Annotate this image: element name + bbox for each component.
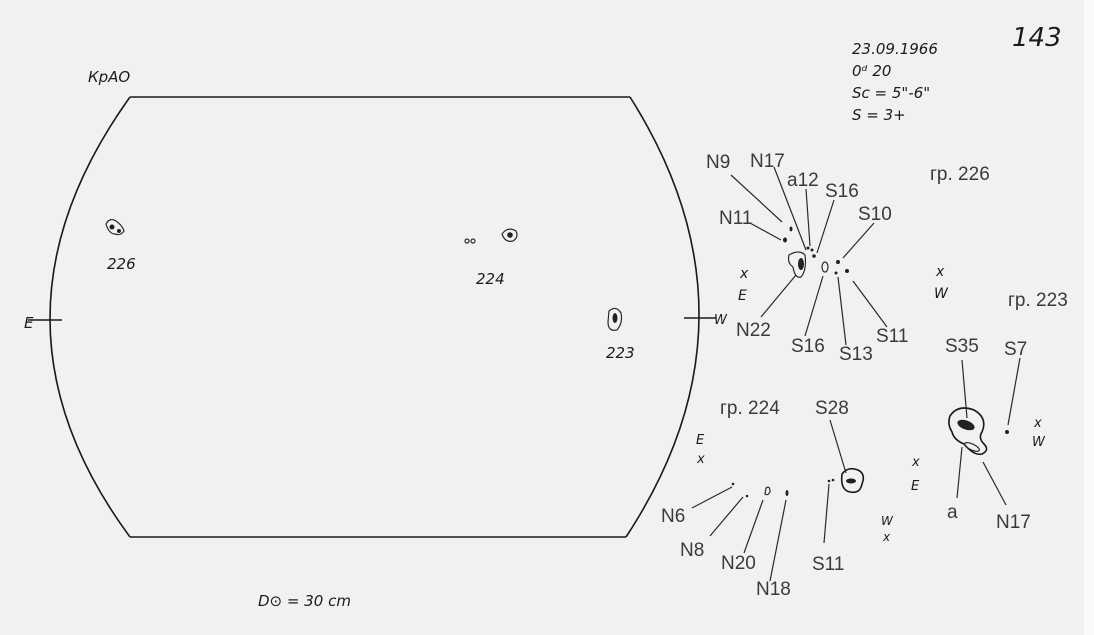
observation-date: 23.09.1966 xyxy=(852,40,938,58)
east-label: E xyxy=(24,314,34,332)
detail-223-label-s35: S35 xyxy=(945,336,979,357)
group-label-224: 224 xyxy=(476,270,505,288)
observatory-code: КрАО xyxy=(88,68,130,86)
detail-224-cross-e: x xyxy=(696,452,705,467)
sunspot-group-223 xyxy=(607,307,623,331)
paper-edge xyxy=(1084,0,1094,635)
detail-224-title: гр. 224 xyxy=(720,398,780,419)
disk-east-limb xyxy=(49,96,131,538)
detail-224-west: W xyxy=(881,514,894,528)
detail-226-label-s10: S10 xyxy=(858,204,892,225)
solar-disk xyxy=(28,96,716,538)
detail-226-label-n17: N17 xyxy=(750,151,785,172)
quality-value: S = 3+ xyxy=(852,106,906,124)
detail-224-label-n18: N18 xyxy=(756,579,791,600)
detail-224-label-n20: N20 xyxy=(721,553,756,574)
detail-223-label-a: a xyxy=(947,502,958,523)
detail-226-label-s11: S11 xyxy=(876,326,908,347)
detail-226-label-s13: S13 xyxy=(839,344,873,365)
disk-diameter: D⊙ = 30 cm xyxy=(258,592,351,610)
detail-226-label-s16-bottom: S16 xyxy=(791,336,825,357)
detail-223-title: гр. 223 xyxy=(1008,290,1068,311)
detail-223-east: E xyxy=(911,479,920,494)
page-number: 143 xyxy=(1012,23,1062,53)
detail-226-cross-w: x xyxy=(935,264,945,280)
detail-226-label-n9: N9 xyxy=(706,152,730,173)
group-label-223: 223 xyxy=(606,344,635,362)
detail-224-label-n8: N8 xyxy=(680,540,704,561)
detail-224-label-s28: S28 xyxy=(815,398,849,419)
detail-226-cross-e: x xyxy=(739,266,749,282)
seeing-value: Sc = 5"-6" xyxy=(852,84,930,102)
detail-226-title: гр. 226 xyxy=(930,164,990,185)
detail-223-cross-e: x xyxy=(911,455,920,470)
observation-time: 0ᵈ 20 xyxy=(852,62,891,80)
detail-224-label-s11: S11 xyxy=(812,554,844,575)
detail-223-label-s7: S7 xyxy=(1004,339,1027,360)
detail-223-west: W xyxy=(1032,435,1046,450)
detail-226-label-s16-top: S16 xyxy=(825,181,859,202)
detail-224-cross-w: x xyxy=(882,530,891,544)
detail-226-east: E xyxy=(738,288,747,304)
detail-223-cross-w: x xyxy=(1033,416,1042,431)
detail-226-label-n11: N11 xyxy=(719,208,752,229)
detail-226-label-a12: a12 xyxy=(787,170,819,191)
sunspot-group-226 xyxy=(105,218,125,236)
detail-group-226: гр. 226 x E x W N9 N17 a12 S16 S10 N11 N… xyxy=(706,151,990,365)
detail-group-224: гр. 224 E x W x S28 N6 N8 N20 N18 S11 xyxy=(661,398,894,600)
detail-224-label-n6: N6 xyxy=(661,506,685,527)
detail-226-west: W xyxy=(934,286,949,302)
detail-224-east: E xyxy=(696,433,705,448)
disk-west-limb xyxy=(625,96,700,538)
detail-group-223: гр. 223 S35 S7 a N17 x W x E xyxy=(911,290,1068,533)
sunspot-group-224 xyxy=(464,228,518,244)
group-label-226: 226 xyxy=(107,255,136,273)
west-label: W xyxy=(714,313,728,328)
detail-226-label-n22: N22 xyxy=(736,320,771,341)
detail-223-label-n17: N17 xyxy=(996,512,1031,533)
